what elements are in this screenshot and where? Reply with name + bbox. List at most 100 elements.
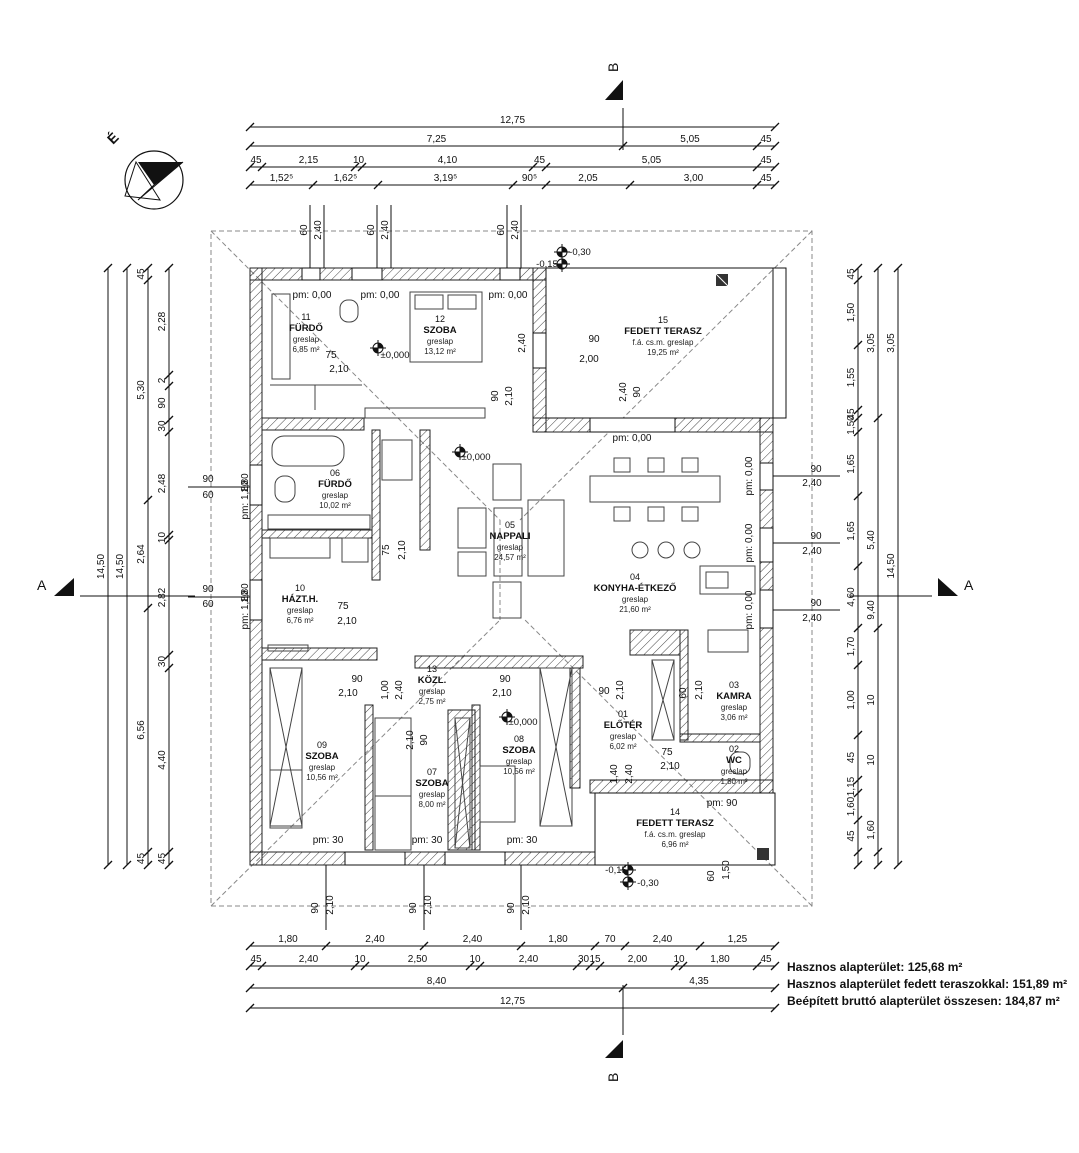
dim-tick	[164, 415, 174, 425]
dim-tick	[508, 180, 518, 190]
dim-left-value: 30	[157, 420, 168, 432]
dim-tick	[350, 961, 360, 971]
window-label-right: 2,40	[802, 478, 822, 489]
dim-left-value: 2	[157, 377, 168, 383]
summary-gross-built-area: Beépített bruttó alapterület összesen: 1…	[787, 994, 1060, 1008]
dim-tick	[752, 162, 762, 172]
summary-useful-area: Hasznos alapterület: 125,68 m²	[787, 960, 962, 974]
dim-left-value: 2,28	[157, 311, 168, 331]
door-label: 90	[598, 686, 610, 697]
room-area: 24,57 m²	[494, 553, 526, 562]
room-number: 07	[427, 767, 437, 777]
room-name: SZOBA	[415, 778, 448, 789]
window-label-right: 2,40	[802, 613, 822, 624]
north-arrow-icon: É	[104, 129, 184, 210]
dim-tick	[357, 162, 367, 172]
dim-tick	[853, 660, 863, 670]
door-label: 90	[419, 734, 430, 746]
dim-right-value: 3,05	[866, 333, 877, 353]
room-name: FÜRDŐ	[318, 478, 352, 490]
dim-tick	[770, 141, 780, 151]
dim-bottom-value: 70	[604, 934, 616, 945]
area-summary: Hasznos alapterület: 125,68 m² Hasznos a…	[787, 960, 1067, 1008]
dim-tick	[257, 961, 267, 971]
room-area: 8,00 m²	[418, 800, 445, 809]
dim-tick	[419, 941, 429, 951]
dim-left-value: 90	[157, 397, 168, 409]
dim-tick	[103, 263, 113, 273]
dim-left-value: 2,64	[136, 544, 147, 564]
window-label-right: 90	[810, 531, 822, 542]
dim-tick	[164, 535, 174, 545]
window-label-top: 2,40	[313, 220, 324, 240]
dim-bottom-value: 2,40	[463, 934, 483, 945]
dim-bottom-value: 2,40	[365, 934, 385, 945]
level-interior: ±0,000	[381, 350, 410, 361]
window-label-bottom: 60	[706, 870, 717, 882]
section-label-b-bottom: B	[605, 1073, 621, 1082]
door-label: 2,10	[338, 688, 358, 699]
dim-bottom-value: 30	[578, 954, 590, 965]
dim-tick	[164, 847, 174, 857]
room-floor: greslap	[309, 763, 336, 772]
sill-label: pm: 1,80	[240, 480, 251, 519]
room-number: 06	[330, 468, 340, 478]
dim-left-value: 45	[136, 853, 147, 865]
room-floor: greslap	[610, 732, 637, 741]
dim-tick	[853, 405, 863, 415]
dim-tick	[164, 427, 174, 437]
room-area: 6,85 m²	[292, 345, 319, 354]
window-label-top: 60	[496, 224, 507, 236]
dim-tick	[143, 495, 153, 505]
level-marker-icon	[554, 256, 570, 272]
dim-right-value: 45	[846, 752, 857, 764]
dim-left-value: 14,50	[115, 554, 126, 579]
dim-tick	[873, 860, 883, 870]
dim-right-value: 1,65	[846, 454, 857, 474]
door-label: 75	[661, 747, 673, 758]
room-number: 15	[658, 315, 668, 325]
door-label: 2,10	[504, 386, 515, 406]
dim-bottom-value: 1,80	[278, 934, 298, 945]
window-label-bottom: 90	[506, 902, 517, 914]
room-number: 01	[618, 709, 628, 719]
dim-tick	[893, 860, 903, 870]
covered-terrace-14	[594, 792, 776, 866]
window-label-bottom: 2,10	[423, 895, 434, 915]
door-label: 2,10	[329, 364, 349, 375]
dim-tick	[695, 941, 705, 951]
dim-tick	[893, 263, 903, 273]
level-marker-icon	[452, 444, 468, 460]
room-area: 6,76 m²	[286, 616, 313, 625]
dim-tick	[770, 122, 780, 132]
dim-left-value: 2,48	[157, 473, 168, 493]
dim-right-value: 1,55	[846, 367, 857, 387]
dim-tick	[853, 860, 863, 870]
dim-tick	[572, 961, 582, 971]
room-floor: greslap	[419, 790, 446, 799]
dim-tick	[853, 561, 863, 571]
window-label-top: 2,40	[380, 220, 391, 240]
dim-bottom-value: 45	[250, 954, 262, 965]
dim-bottom-value: 10	[354, 954, 366, 965]
dim-bottom-value: 45	[760, 954, 772, 965]
dim-left-value: 4,40	[157, 750, 168, 770]
dim-tick	[853, 730, 863, 740]
dimension-ticks-left	[103, 263, 174, 870]
dim-tick	[245, 180, 255, 190]
room-area: 19,25 m²	[647, 348, 679, 357]
dim-bottom-value: 8,40	[427, 976, 447, 987]
dim-top-value: 45	[760, 155, 772, 166]
dim-tick	[853, 263, 863, 273]
room-name: NAPPALI	[490, 531, 531, 542]
dim-bottom-value: 10	[469, 954, 481, 965]
door-label: 2,10	[405, 730, 416, 750]
dim-right-value: 10	[866, 754, 877, 766]
window-label-bottom: 2,10	[521, 895, 532, 915]
